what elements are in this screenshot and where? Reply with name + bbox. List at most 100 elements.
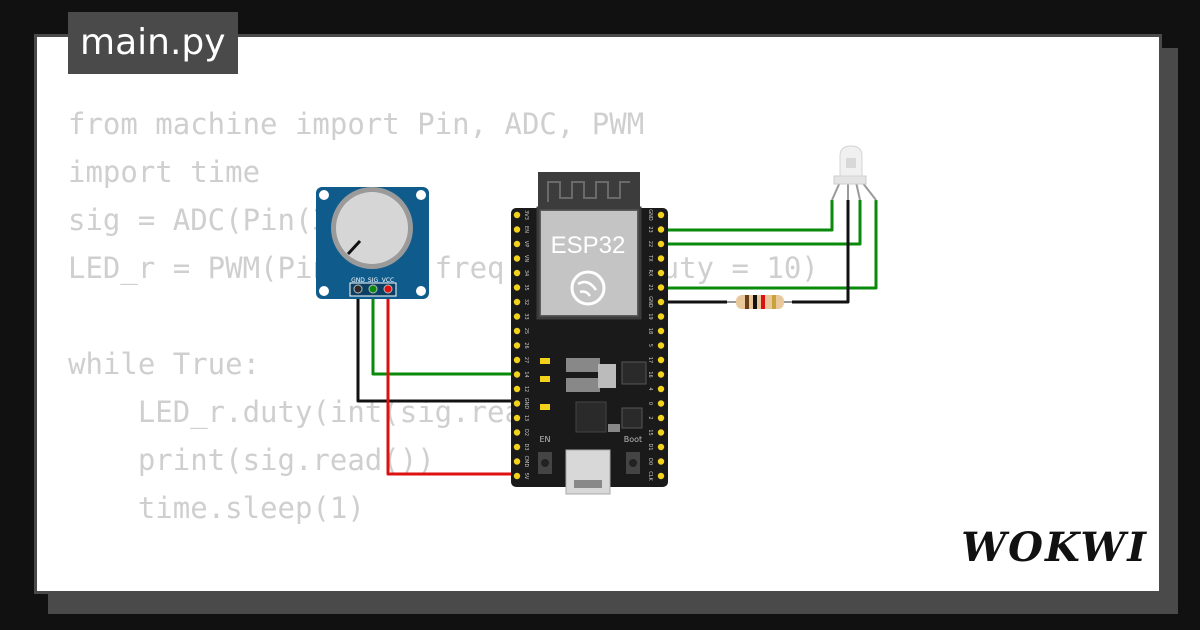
esp32-pin-left-13[interactable] (513, 400, 521, 407)
potentiometer[interactable]: GND SIG VCC (316, 187, 429, 299)
esp32-pin-right-9[interactable] (657, 342, 665, 349)
esp32-pin-label: D2 (523, 429, 529, 436)
esp32-pin-right-17[interactable] (657, 458, 665, 465)
esp32-pin-left-5[interactable] (513, 284, 521, 291)
code-line: import time (68, 155, 261, 189)
esp32-pin-label: 35 (523, 284, 529, 290)
esp32-pin-right-12[interactable] (657, 385, 665, 393)
esp32-pin-right-3[interactable] (657, 255, 665, 262)
rgb-led[interactable] (831, 145, 877, 201)
esp32-pin-right-18[interactable] (657, 472, 665, 480)
esp32-pin-label: EN (523, 226, 529, 233)
resistor[interactable] (727, 295, 792, 309)
esp32-pin-label: CMD (523, 456, 529, 468)
code-line: print(sig.read()) (68, 443, 435, 477)
esp32-pin-left-18[interactable] (513, 472, 521, 480)
esp32-pin-left-6[interactable] (513, 298, 521, 306)
wire-led-green-3[interactable] (659, 200, 878, 290)
pot-pin-gnd[interactable] (353, 284, 363, 294)
wokwi-logo: WOKWI (961, 524, 1148, 571)
knob-indicator (346, 239, 362, 256)
pot-pin-label-vcc: VCC (382, 277, 394, 284)
esp32-pin-label: 26 (523, 342, 529, 348)
code-line: time.sleep(1) (68, 491, 365, 525)
filename-tab[interactable]: main.py (68, 12, 238, 74)
esp32-pin-label: 4 (647, 387, 653, 390)
esp32-pin-label: 19 (647, 313, 653, 319)
esp32-pin-right-8[interactable] (657, 327, 665, 335)
esp32-pin-left-17[interactable] (513, 458, 521, 465)
esp32-pin-right-14[interactable] (657, 414, 665, 422)
chip-label: ESP32 (551, 232, 626, 259)
esp32-pin-left-2[interactable] (513, 240, 521, 248)
esp32-pin-label: 33 (523, 313, 529, 319)
esp32-pin-label: 0 (647, 402, 653, 405)
esp32-pin-label: GND (647, 209, 653, 221)
esp32-pin-left-7[interactable] (513, 313, 521, 320)
esp32-board[interactable]: ESP32 EN Boot 3V3ENVPVN34353233252627141… (511, 172, 668, 495)
esp32-pin-right-1[interactable] (657, 226, 665, 233)
esp32-pin-left-10[interactable] (513, 356, 521, 364)
esp32-pin-left-16[interactable] (513, 443, 521, 451)
pot-pin-vcc[interactable] (383, 284, 393, 294)
esp32-pin-left-14[interactable] (513, 414, 521, 422)
wire-pot-vcc[interactable] (386, 290, 517, 476)
esp32-pin-label: 5 (647, 344, 653, 347)
wire-led-green-2[interactable] (659, 200, 862, 246)
esp32-pin-label: D3 (523, 443, 529, 450)
esp32-pin-left-1[interactable] (513, 226, 521, 233)
esp32-pin-right-13[interactable] (657, 400, 665, 407)
esp32-pin-left-11[interactable] (513, 371, 521, 378)
esp32-pin-label: 25 (523, 328, 529, 334)
esp32-pin-left-8[interactable] (513, 327, 521, 335)
esp32-pin-label: 18 (647, 328, 653, 334)
esp32-pin-right-4[interactable] (657, 269, 665, 277)
esp32-pin-right-15[interactable] (657, 429, 665, 436)
esp32-pin-left-3[interactable] (513, 255, 521, 262)
esp32-pin-right-2[interactable] (657, 240, 665, 248)
esp32-pin-label: 27 (523, 357, 529, 363)
esp32-pin-left-9[interactable] (513, 342, 521, 349)
en-label: EN (539, 435, 550, 444)
wire-pot-sig[interactable] (371, 290, 517, 376)
esp32-pin-label: D1 (647, 443, 653, 450)
esp32-pin-label: 32 (523, 299, 529, 305)
wire-led-gnd[interactable] (659, 200, 850, 304)
esp32-pin-left-12[interactable] (513, 385, 521, 393)
espressif-logo-icon (570, 270, 606, 306)
esp32-pin-label: 23 (647, 226, 653, 232)
esp32-pin-label: CLK (647, 471, 653, 481)
esp32-pin-right-0[interactable] (657, 211, 665, 219)
antenna-trace (547, 181, 630, 202)
wire-led-green-1[interactable] (659, 200, 834, 232)
esp32-pin-label: 13 (523, 415, 529, 421)
esp32-pin-label: 34 (523, 270, 529, 276)
esp32-pin-label: GND (647, 296, 653, 308)
esp32-pin-right-11[interactable] (657, 371, 665, 378)
code-line: from machine import Pin, ADC, PWM (68, 107, 645, 141)
esp32-pin-label: 5V (523, 473, 529, 480)
esp32-pin-right-7[interactable] (657, 313, 665, 320)
left-pin-header: 3V3ENVPVN343532332526271412GND13D2D3CMD5… (513, 210, 529, 480)
esp32-pin-left-0[interactable] (513, 211, 521, 219)
esp32-pin-label: 3V3 (523, 210, 529, 220)
esp32-pin-label: 21 (647, 284, 653, 290)
esp32-pin-label: 12 (523, 386, 529, 392)
esp32-pin-right-5[interactable] (657, 284, 665, 291)
esp32-pin-left-15[interactable] (513, 429, 521, 436)
wire-pot-gnd[interactable] (356, 290, 517, 403)
wires (356, 200, 878, 476)
boot-label: Boot (624, 435, 642, 444)
esp32-pin-left-4[interactable] (513, 269, 521, 277)
esp32-pin-label: VN (523, 255, 529, 262)
esp32-pin-right-10[interactable] (657, 356, 665, 364)
esp32-pin-right-16[interactable] (657, 443, 665, 451)
esp32-pin-right-6[interactable] (657, 298, 665, 306)
pot-pin-label-sig: SIG (368, 277, 379, 284)
potentiometer-knob[interactable] (336, 192, 408, 264)
esp32-pin-label: D0 (647, 458, 653, 465)
pot-pin-sig[interactable] (368, 284, 378, 294)
esp32-pin-label: 15 (647, 429, 653, 435)
esp32-pin-label: VP (523, 241, 529, 247)
